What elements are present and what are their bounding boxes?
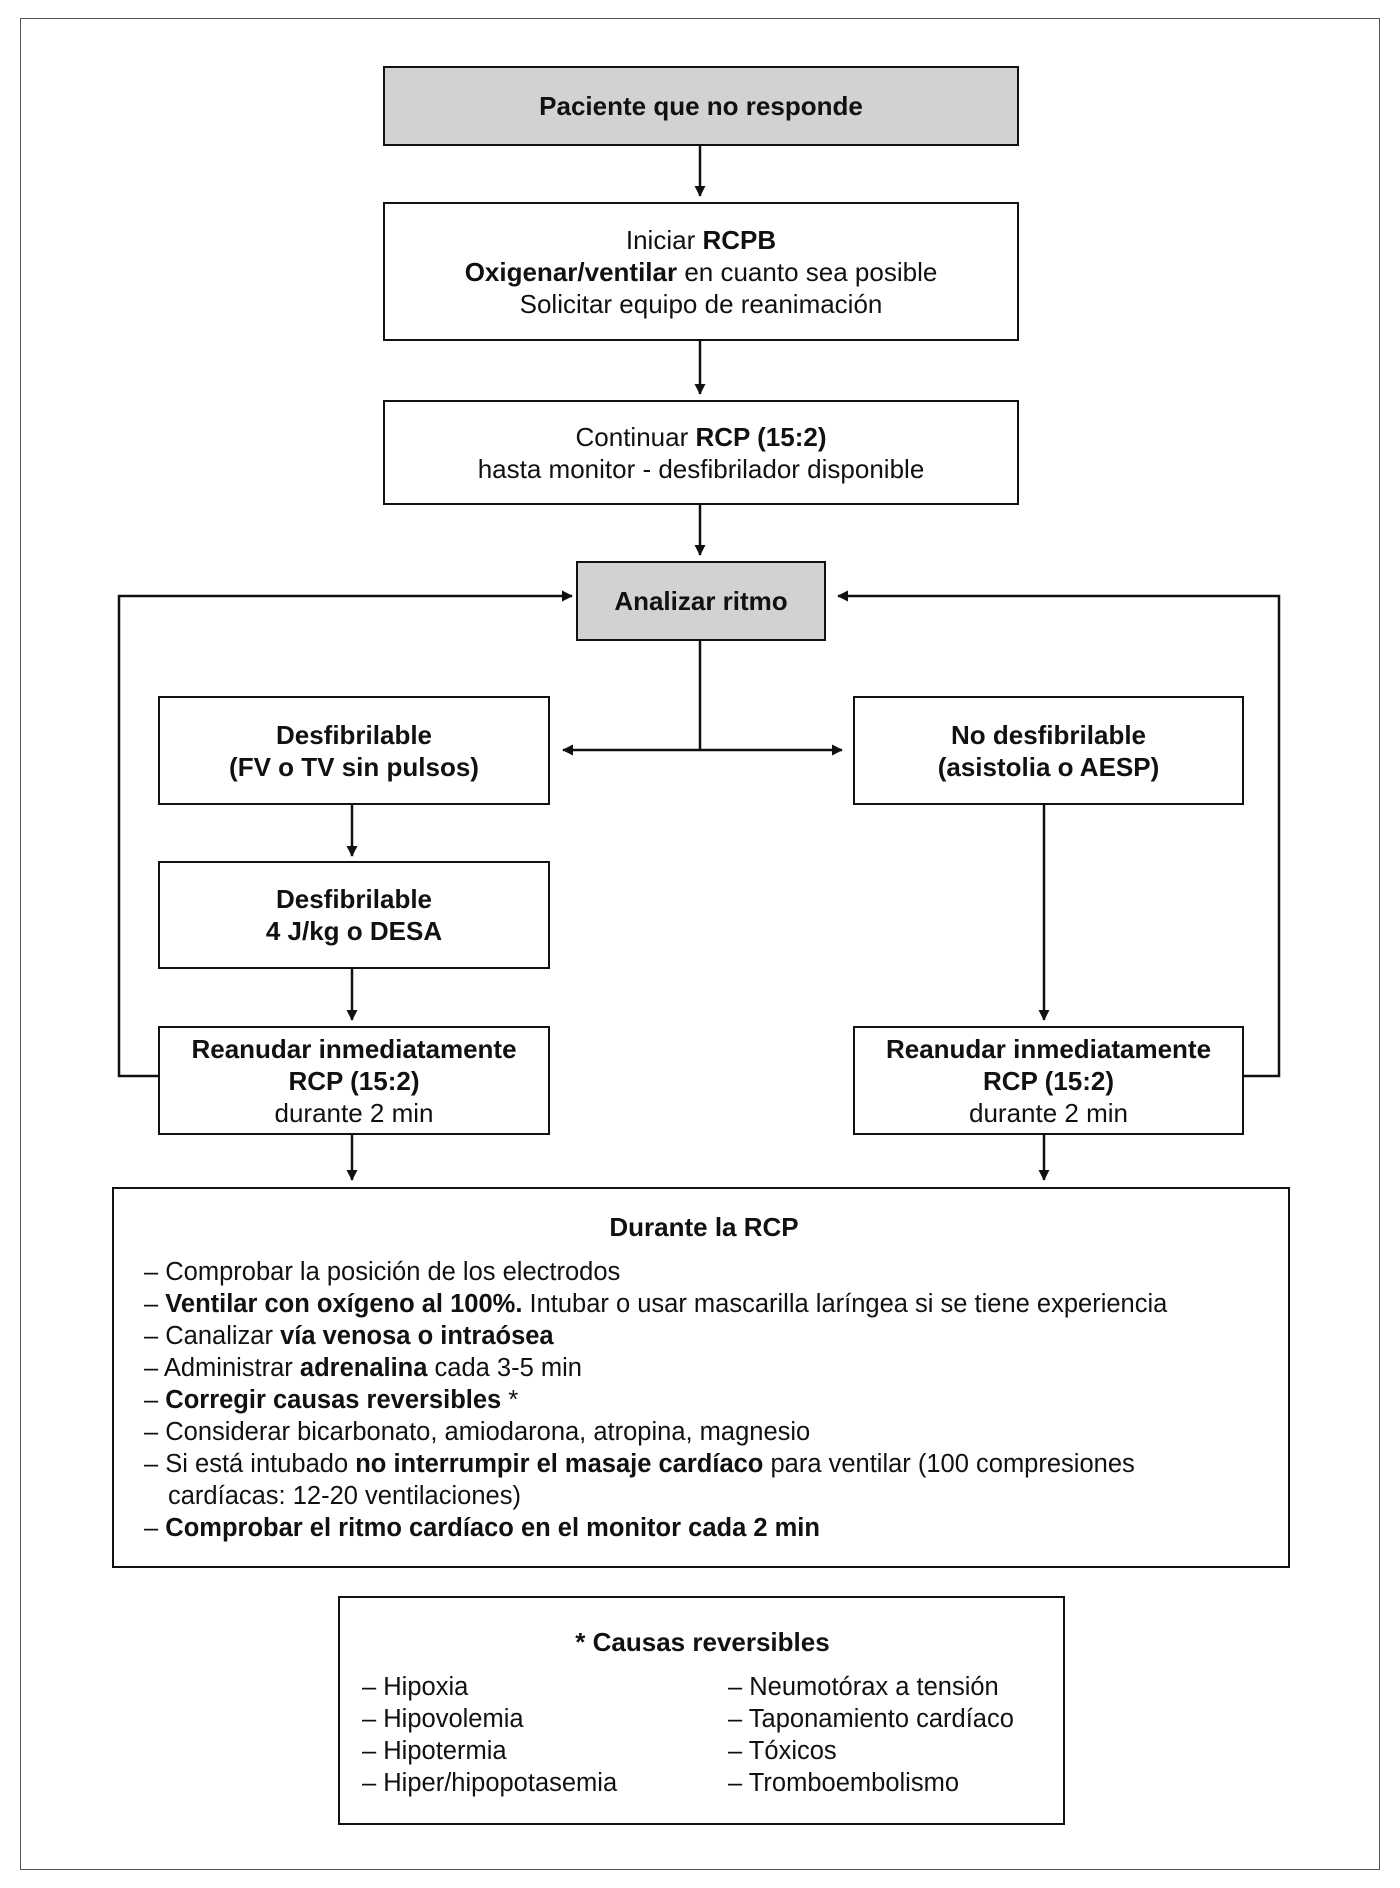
item-emphasis: adrenalina [299,1354,428,1382]
initiate-emphasis-2: Oxigenar/ventilar [464,256,678,287]
during-cpr-item: – Comprobar el ritmo cardíaco en el moni… [144,1512,1264,1544]
shockable-line-1: Desfibrilable [275,719,433,750]
initiate-line-3: Solicitar equipo de reanimación [519,288,883,319]
resume-right-line-3: durante 2 min [969,1097,1128,1128]
loop-left-to-analyze [117,590,573,1078]
initiate-line-2: Oxigenar/ventilar en cuanto sea posible [465,256,938,288]
initiate-text-2: en cuanto sea posible [677,256,938,287]
during-cpr-item: – Canalizar vía venosa o intraósea [144,1320,1264,1352]
during-cpr-item: – Si está intubado no interrumpir el mas… [144,1448,1238,1512]
item-text: para ventilar (100 compresiones cardíaca… [168,1450,1135,1510]
resume-left-line-1: Reanudar inmediatamente [191,1033,517,1064]
cause-item: – Neumotórax a tensión [728,1673,999,1701]
defib-node: Desfibrilable 4 J/kg o DESA [158,861,550,969]
start-node: Paciente que no responde [383,66,1019,146]
during-cpr-list: – Comprobar la posición de los electrodo… [144,1256,1264,1544]
item-text: – Comprobar la posición de los electrodo… [144,1258,621,1286]
item-text: – Considerar bicarbonato, amiodarona, at… [144,1418,811,1446]
resume-left-line-3: durante 2 min [274,1097,434,1128]
during-cpr-item: – Ventilar con oxígeno al 100%. Intubar … [144,1288,1264,1320]
initiate-line-1: Iniciar RCPB [626,224,776,256]
during-cpr-panel: Durante la RCP – Comprobar la posición d… [112,1187,1290,1568]
during-cpr-item: – Administrar adrenalina cada 3-5 min [144,1352,1264,1384]
during-cpr-title: Durante la RCP [609,1212,799,1242]
during-cpr-item: – Considerar bicarbonato, amiodarona, at… [144,1416,1264,1448]
shockable-line-2: (FV o TV sin pulsos) [229,751,479,782]
item-text: cada 3-5 min [427,1354,582,1382]
non-shockable-line-2: (asistolia o AESP) [937,751,1160,782]
defib-line-1: Desfibrilable [275,884,433,914]
start-node-label: Paciente que no responde [539,91,863,121]
continue-line-1: Continuar RCP (15:2) [576,421,827,453]
item-text: * [501,1386,519,1414]
cause-item: – Hipovolemia [362,1705,524,1733]
item-text: – Administrar [144,1354,300,1382]
diagram-frame [20,18,1380,1870]
item-emphasis: no interrumpir el masaje cardíaco [355,1450,764,1478]
analyze-node: Analizar ritmo [576,561,826,641]
cause-item: – Taponamiento cardíaco [728,1705,1014,1733]
resume-right-node: Reanudar inmediatamente RCP (15:2) duran… [853,1026,1244,1135]
item-text: Intubar o usar mascarilla laríngea si se… [522,1290,1168,1318]
item-text: – [144,1514,166,1542]
cause-item: – Hipoxia [362,1673,469,1701]
reversible-causes-left: – Hipoxia – Hipovolemia – Hipotermia – H… [362,1671,728,1799]
initiate-text: Iniciar [625,224,703,255]
continue-emphasis: RCP (15:2) [695,421,827,452]
shockable-node: Desfibrilable (FV o TV sin pulsos) [158,696,550,805]
cause-item: – Tromboembolismo [728,1769,960,1797]
resume-right-line-2: RCP (15:2) [982,1065,1114,1096]
resume-left-line-2: RCP (15:2) [288,1065,420,1096]
reversible-causes-columns: – Hipoxia – Hipovolemia – Hipotermia – H… [362,1671,1043,1799]
cause-item: – Tóxicos [728,1737,837,1765]
reversible-causes-title: * Causas reversibles [575,1627,830,1657]
initiate-node: Iniciar RCPB Oxigenar/ventilar en cuanto… [383,202,1019,341]
cause-item: – Hipotermia [362,1737,507,1765]
non-shockable-node: No desfibrilable (asistolia o AESP) [853,696,1244,805]
item-emphasis: vía venosa o intraósea [280,1322,554,1350]
continue-text: Continuar [575,421,696,452]
loop-right-to-analyze [837,590,1281,1078]
resume-right-line-1: Reanudar inmediatamente [885,1033,1212,1064]
reversible-causes-right: – Neumotórax a tensión – Taponamiento ca… [728,1671,1014,1799]
initiate-emphasis: RCPB [702,224,777,255]
item-text: – Si está intubado [144,1450,356,1478]
item-emphasis: Comprobar el ritmo cardíaco en el monito… [165,1514,820,1542]
continue-line-2: hasta monitor - desfibrilador disponible [477,453,925,484]
defib-line-2: 4 J/kg o DESA [265,916,443,946]
item-text: – Canalizar [144,1322,281,1350]
non-shockable-line-1: No desfibrilable [950,719,1147,750]
analyze-node-label: Analizar ritmo [614,586,788,616]
item-text: – [144,1386,166,1414]
item-text: – [144,1290,166,1318]
cause-item: – Hiper/hipopotasemia [362,1769,618,1797]
during-cpr-item: – Corregir causas reversibles * [144,1384,1264,1416]
item-emphasis: Ventilar con oxígeno al 100%. [165,1290,523,1318]
continue-node: Continuar RCP (15:2) hasta monitor - des… [383,400,1019,505]
during-cpr-item: – Comprobar la posición de los electrodo… [144,1256,1264,1288]
item-emphasis: Corregir causas reversibles [165,1386,502,1414]
reversible-causes-panel: * Causas reversibles – Hipoxia – Hipovol… [338,1596,1065,1825]
resume-left-node: Reanudar inmediatamente RCP (15:2) duran… [158,1026,550,1135]
